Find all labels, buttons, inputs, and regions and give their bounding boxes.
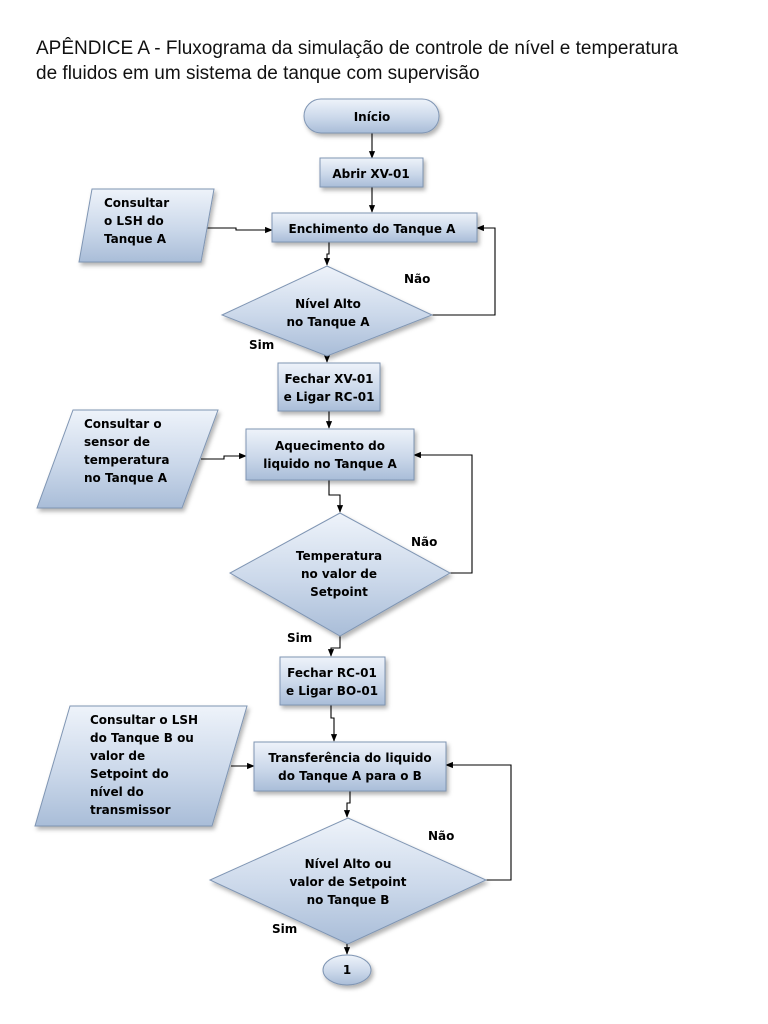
decisao-nivel-a-line-1: Nível Alto [295,297,361,311]
consultar-lsh-b-line-3: valor de [90,749,145,763]
edge-transferencia-decisao-b [343,791,351,818]
decisao-nivel-b-line-3: no Tanque B [307,893,390,907]
label-aquecimento: Aquecimento do liquido no Tanque A [263,439,397,471]
edge-label-nao-1: Não [404,272,430,286]
edge-loop-nao-1 [432,224,496,316]
transferencia-line-2: do Tanque A para o B [278,769,422,783]
decisao-temp-line-3: Setpoint [310,585,368,599]
edge-loop-nao-2 [413,451,473,574]
decision-temperatura [228,512,452,637]
decisao-temp-line-2: no valor de [301,567,377,581]
label-inicio: Início [354,110,391,124]
data-consultar-lsh-b [34,705,248,827]
edge-decisao-temp-fechar-rc01 [327,636,341,657]
consultar-lsh-a-line-3: Tanque A [104,232,167,246]
decision-nivel-alto-a [220,265,434,357]
label-connector-1: 1 [343,963,351,977]
data-consultar-temperatura [36,409,219,509]
decision-nivel-alto-b [208,817,488,945]
decisao-nivel-a-line-2: no Tanque A [287,315,371,329]
label-nivel-alto-b: Nível Alto ou valor de Setpoint no Tanque … [289,857,406,907]
label-temperatura: Temperatura no valor de Setpoint [296,549,382,599]
process-enchimento [271,212,478,243]
decisao-temp-line-1: Temperatura [296,549,382,563]
process-fechar-xv01 [277,362,381,412]
consultar-lsh-b-line-2: do Tanque B ou [90,731,194,745]
label-transferencia: Transferência do liquido do Tanque A para… [268,751,431,783]
edge-label-sim-2: Sim [287,631,312,645]
inicio-line-1: Início [354,110,391,124]
edge-aquecimento-decisao-temp [328,480,344,513]
figure-caption: APÊNDICE A - Fluxograma da simulação de … [36,36,756,86]
fechar-xv01-line-2: e Ligar RC-01 [284,390,375,404]
caption-line-1: APÊNDICE A - Fluxograma da simulação de … [36,38,679,59]
label-consultar-temperatura: Consultar o sensor de temperatura no Tanque… [84,417,169,485]
label-abrir-xv01: Abrir XV-01 [332,167,409,181]
decisao-nivel-b-line-1: Nível Alto ou [305,857,392,871]
fechar-rc01-line-1: Fechar RC-01 [287,666,377,680]
edge-lsh-a-enchimento [201,226,273,234]
label-fechar-rc01: Fechar RC-01 e Ligar BO-01 [286,666,378,698]
shapes [34,98,488,986]
consultar-temp-line-2: sensor de [84,435,150,449]
decisao-nivel-b-line-2: valor de Setpoint [289,875,406,889]
label-nivel-alto-a: Nível Alto no Tanque A [287,297,371,329]
start-terminator [303,98,440,134]
consultar-lsh-a-line-1: Consultar [104,196,169,210]
transferencia-line-1: Transferência do liquido [268,751,431,765]
process-transferencia [253,741,447,792]
process-abrir-xv01 [319,157,424,188]
abrir-xv01-line-1: Abrir XV-01 [332,167,409,181]
edge-loop-nao-3 [445,761,512,881]
edge-label-sim-3: Sim [272,922,297,936]
enchimento-line-1: Enchimento do Tanque A [289,222,457,236]
edge-fechar-rc01-transferencia [330,705,338,742]
edges [201,133,512,955]
consultar-lsh-b-line-5: nível do [90,785,144,799]
label-fechar-xv01: Fechar XV-01 e Ligar RC-01 [284,372,375,404]
label-consultar-lsh-b: Consultar o LSH do Tanque B ou valor de Set… [90,713,198,817]
consultar-lsh-b-line-1: Consultar o LSH [90,713,198,727]
edge-label-sim-1: Sim [249,338,274,352]
consultar-temp-line-1: Consultar o [84,417,162,431]
connector-1 [322,954,372,986]
process-aquecimento [245,428,415,481]
fechar-rc01-line-2: e Ligar BO-01 [286,684,378,698]
conector-line-1: 1 [343,963,351,977]
edge-label-nao-2: Não [411,535,437,549]
edge-temp-aquecimento [201,452,247,460]
label-enchimento: Enchimento do Tanque A [289,222,457,236]
process-fechar-rc01 [279,656,386,706]
consultar-lsh-b-line-6: transmissor [90,803,171,817]
data-consultar-lsh-a [78,188,215,263]
consultar-temp-line-4: no Tanque A [84,471,168,485]
aquecimento-line-1: Aquecimento do [275,439,385,453]
consultar-lsh-a-line-2: o LSH do [104,214,164,228]
caption-line-2: de fluidos em um sistema de tanque com s… [36,63,480,84]
consultar-lsh-b-line-4: Setpoint do [90,767,169,781]
fechar-xv01-line-1: Fechar XV-01 [284,372,373,386]
edge-label-nao-3: Não [428,829,454,843]
edge-enchimento-decisao-a [323,242,331,266]
label-consultar-lsh-a: Consultar o LSH do Tanque A [104,196,169,246]
consultar-temp-line-3: temperatura [84,453,169,467]
aquecimento-line-2: liquido no Tanque A [263,457,397,471]
